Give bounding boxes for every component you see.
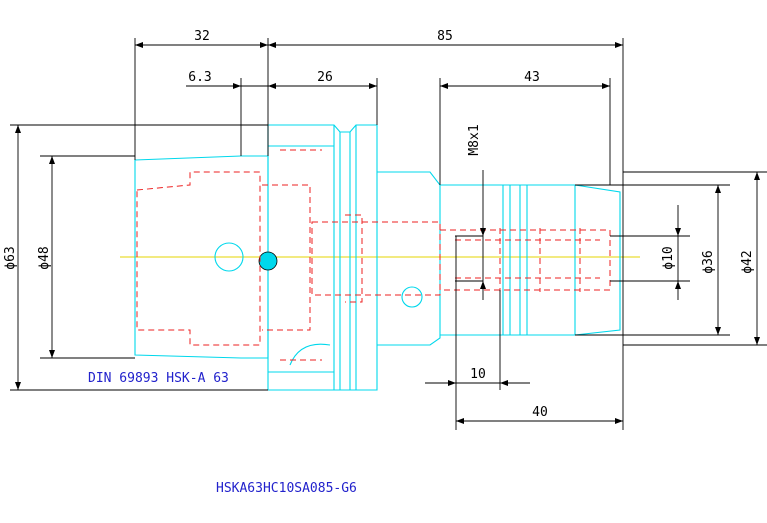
dim-length-10: 10	[470, 367, 486, 382]
hidden-lines	[136, 149, 611, 361]
dim-dia-10: ϕ10	[661, 246, 676, 269]
standard-label: DIN 69893 HSK-A 63	[88, 371, 229, 386]
dim-length-26: 26	[317, 70, 333, 85]
dimension-lines	[10, 38, 767, 430]
center-mark	[258, 251, 278, 271]
dim-thread-m8x1: M8x1	[467, 124, 482, 155]
dim-dia-63: ϕ63	[3, 246, 18, 269]
dim-length-43: 43	[524, 70, 540, 85]
dim-length-85: 85	[437, 29, 453, 44]
dim-length-40: 40	[532, 405, 548, 420]
part-number: HSKA63HC10SA085-G6	[216, 481, 357, 496]
dim-length-6-3: 6.3	[188, 70, 211, 85]
dim-dia-36: ϕ36	[701, 250, 716, 273]
dim-dia-42: ϕ42	[740, 250, 755, 273]
tool-outline	[134, 124, 621, 391]
dim-dia-48: ϕ48	[37, 246, 52, 269]
dim-length-32: 32	[194, 29, 210, 44]
